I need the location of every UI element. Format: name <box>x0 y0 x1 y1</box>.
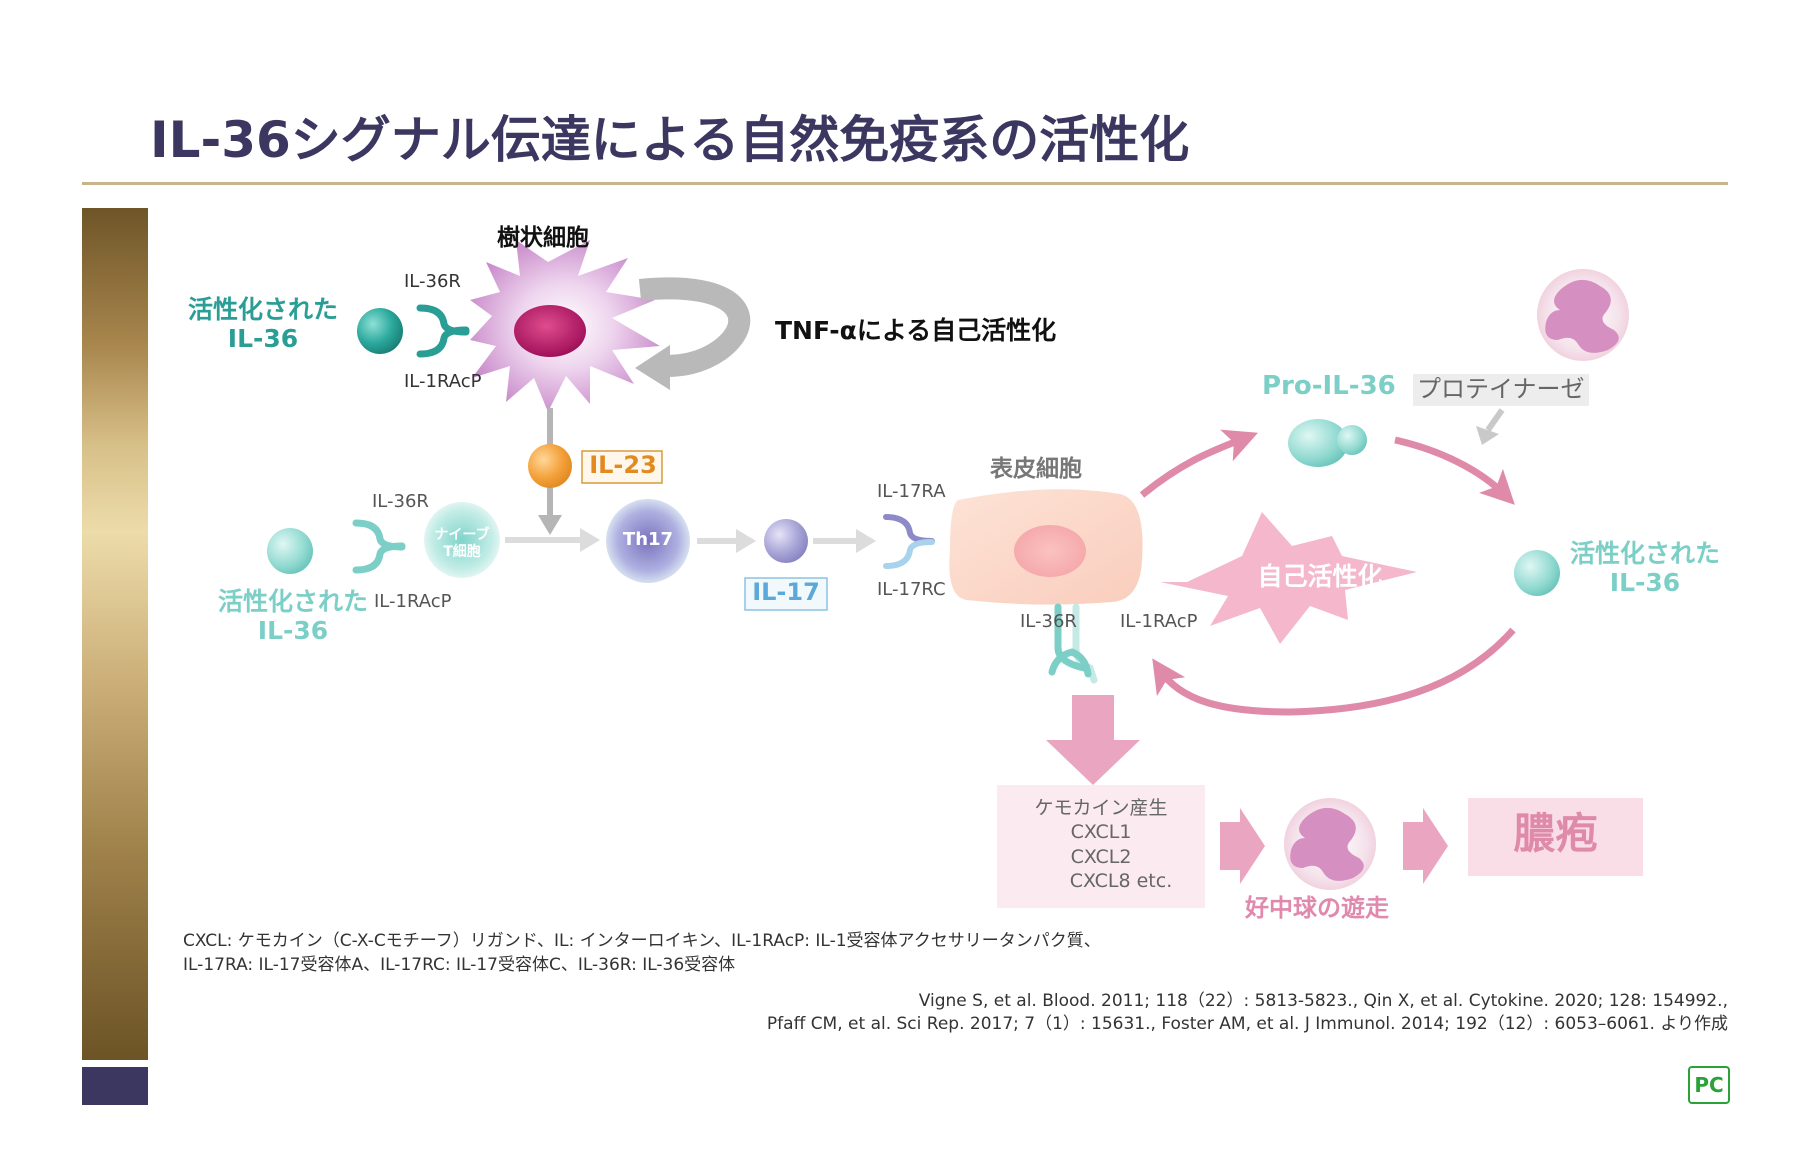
activated-il36-top-line2: IL-36 <box>227 323 299 353</box>
pc-logo: PC <box>1688 1066 1730 1104</box>
chemokine-text: ケモカイン産生 CXCL1 CXCL2 CXCL8 etc. <box>997 796 1205 893</box>
proteinase-label: プロテイナーゼ <box>1413 374 1589 406</box>
references-line2: Pfaff CM, et al. Sci Rep. 2017; 7（1）: 15… <box>766 1014 1728 1034</box>
pustule-box <box>1468 798 1643 876</box>
dc-to-th17-arrowhead <box>538 515 562 535</box>
pink-arrow-to-pro-il36 <box>1139 429 1258 498</box>
abbreviations-line1: CXCL: ケモカイン（C-X-Cモチーフ）リガンド、IL: インターロイキン、… <box>183 931 1101 951</box>
activated-il36-label-top: 活性化された IL-36 <box>178 295 348 354</box>
sidebar-gradient-bar <box>82 208 148 1060</box>
il17ra-receptor <box>883 514 935 544</box>
il23-ball <box>528 444 572 488</box>
naive-to-th17-arrowhead <box>580 528 600 552</box>
chemokine-cxcl2: CXCL2 <box>1070 845 1132 868</box>
il23-label-box <box>581 450 663 484</box>
down-arrow-chemokine <box>1046 695 1140 785</box>
il1racp-label-top: IL-1RAcP <box>404 371 482 392</box>
th17-to-il17-arrowhead <box>736 529 756 553</box>
neutrophil-bottom <box>1284 798 1376 890</box>
tnf-alpha-label: TNF-αによる自己活性化 <box>775 316 1057 345</box>
neutrophil-to-pustule-arrow <box>1403 808 1448 884</box>
il1racp-label-epi: IL-1RAcP <box>1120 611 1198 632</box>
self-activation-label: 自己活性化 <box>1257 562 1383 591</box>
il17rc-label: IL-17RC <box>877 579 946 600</box>
activated-il36-left-line1: 活性化された <box>217 587 368 616</box>
il1racp-label-left: IL-1RAcP <box>374 591 452 612</box>
il36-receptor-cup <box>1048 648 1092 678</box>
proteinase-arrowhead <box>1476 426 1499 445</box>
dendritic-cell-label: 樹状細胞 <box>497 225 589 251</box>
activated-il36-ball-left <box>267 528 313 574</box>
il17-to-receptor-arrowhead <box>856 529 876 553</box>
chemokine-box <box>997 785 1205 908</box>
chemokine-title: ケモカイン産生 <box>1034 797 1168 819</box>
activated-il36-label-right: 活性化された IL-36 <box>1560 539 1730 598</box>
activated-il36-ball-right <box>1514 550 1560 596</box>
references-line1: Vigne S, et al. Blood. 2011; 118（22）: 58… <box>918 991 1728 1011</box>
keratinocyte-label: 表皮細胞 <box>990 456 1082 482</box>
tnf-loop-arrow <box>638 277 751 377</box>
activated-il36-ball-top <box>357 308 403 354</box>
th17-cell <box>606 499 690 583</box>
dendritic-cell <box>470 240 660 412</box>
chemokine-cxcl1: CXCL1 <box>1070 821 1132 844</box>
abbreviations-line2: IL-17RA: IL-17受容体A、IL-17RC: IL-17受容体C、IL… <box>183 955 736 975</box>
activated-il36-left-line2: IL-36 <box>257 615 329 645</box>
pink-arrow-to-activated-il36 <box>1394 436 1515 505</box>
activated-il36-label-left: 活性化された IL-36 <box>208 587 378 646</box>
chemokine-cxcl8: CXCL8 etc. <box>1069 869 1173 892</box>
proteinase-arrow-line <box>1485 408 1505 432</box>
naive-t-line2: T細胞 <box>443 543 481 560</box>
il17-label: IL-17 <box>752 578 820 606</box>
activated-il36-top-line1: 活性化された <box>187 295 338 324</box>
activated-il36-right-line1: 活性化された <box>1569 539 1720 568</box>
il36r-label-top: IL-36R <box>404 271 461 292</box>
il1racp-receptor-top <box>416 326 470 358</box>
keratinocyte-nucleus <box>1014 525 1086 577</box>
tnf-loop-arrowhead <box>635 345 670 390</box>
il36r-label-left: IL-36R <box>372 491 429 512</box>
sidebar-block <box>82 1067 148 1105</box>
th17-label: Th17 <box>622 529 674 550</box>
self-activation-burst <box>1160 512 1417 644</box>
neutrophil-migration-label: 好中球の遊走 <box>1245 894 1389 922</box>
il36r-label-epi: IL-36R <box>1020 611 1077 632</box>
naive-t-cell-label: ナイーブ T細胞 <box>424 527 500 561</box>
naive-t-cell <box>424 502 500 578</box>
il17ra-label: IL-17RA <box>877 481 946 502</box>
il17-label-box <box>744 577 828 611</box>
neutrophil-top <box>1537 269 1629 361</box>
il1racp-receptor-left <box>352 542 406 574</box>
title-divider <box>82 182 1728 185</box>
pro-il36-shape <box>1288 419 1367 467</box>
il17rc-receptor <box>883 539 935 569</box>
naive-t-line1: ナイーブ <box>434 527 490 543</box>
pro-il36-label: Pro-IL-36 <box>1262 371 1396 401</box>
pustule-label: 膿疱 <box>1513 809 1598 858</box>
page-title: IL-36シグナル伝達による自然免疫系の活性化 <box>150 111 1190 169</box>
chemokine-to-neutrophil-arrow <box>1220 808 1265 884</box>
activated-il36-right-line2: IL-36 <box>1609 567 1681 597</box>
il17-ball <box>764 519 808 563</box>
pink-arrow-back-to-keratinocyte <box>1152 627 1516 716</box>
il23-label: IL-23 <box>589 451 657 479</box>
